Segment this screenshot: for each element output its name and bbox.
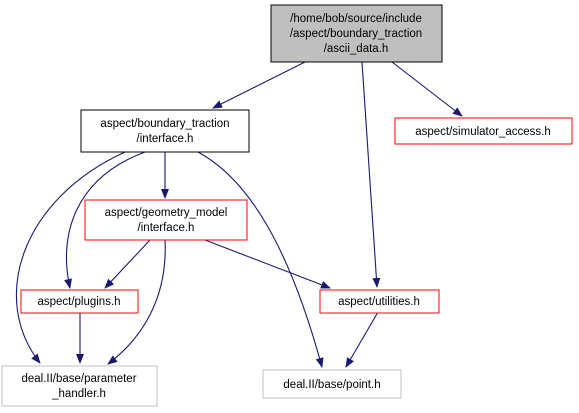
node-label-line: aspect/geometry_model bbox=[105, 207, 228, 219]
node-label-line: aspect/boundary_traction bbox=[100, 118, 229, 130]
edge-boundary-traction-interface-to-plugins bbox=[64, 151, 146, 289]
edge-root-to-boundary-traction-interface bbox=[212, 61, 306, 109]
node-point[interactable]: deal.II/base/point.h bbox=[262, 369, 402, 399]
edge-geometry-model-to-utilities bbox=[204, 239, 331, 289]
node-label-line: /aspect/boundary_traction bbox=[290, 28, 422, 40]
node-simulator-access[interactable]: aspect/simulator_access.h bbox=[394, 117, 573, 145]
node-label-line: aspect/utilities.h bbox=[338, 296, 420, 308]
edge-utilities-to-point bbox=[345, 311, 379, 368]
node-box bbox=[262, 369, 402, 399]
node-plugins[interactable]: aspect/plugins.h bbox=[20, 289, 139, 314]
node-label-line: /home/bob/source/include bbox=[290, 13, 422, 25]
node-label-line: deal.II/base/parameter bbox=[21, 373, 136, 385]
node-label-line: /ascii_data.h bbox=[324, 43, 389, 55]
edge-root-to-utilities bbox=[361, 61, 381, 288]
edge-boundary-traction-interface-to-parameter-handler bbox=[15, 151, 126, 364]
node-box bbox=[319, 289, 440, 314]
node-utilities[interactable]: aspect/utilities.h bbox=[319, 289, 440, 314]
node-box bbox=[20, 289, 139, 314]
node-root-ascii-data[interactable]: /home/bob/source/include /aspect/boundar… bbox=[270, 4, 443, 63]
node-label-line: _handler.h bbox=[51, 388, 106, 400]
node-box bbox=[80, 109, 250, 153]
node-box bbox=[84, 199, 248, 241]
node-label-line: aspect/simulator_access.h bbox=[415, 126, 551, 138]
node-box bbox=[394, 117, 573, 145]
node-box bbox=[1, 365, 158, 407]
node-box bbox=[270, 4, 443, 63]
node-label-line: deal.II/base/point.h bbox=[283, 379, 380, 391]
edges bbox=[15, 61, 463, 368]
edge-geometry-model-to-plugins bbox=[104, 239, 151, 289]
edge-root-to-simulator-access bbox=[391, 61, 463, 117]
edge-boundary-traction-interface-to-point bbox=[197, 151, 324, 368]
node-boundary-traction-interface[interactable]: aspect/boundary_traction /interface.h bbox=[80, 109, 250, 153]
node-label-line: /interface.h bbox=[138, 222, 195, 234]
edge-geometry-model-to-parameter-handler bbox=[107, 239, 166, 365]
node-geometry-model-interface[interactable]: aspect/geometry_model /interface.h bbox=[84, 199, 248, 241]
node-label-line: aspect/plugins.h bbox=[37, 296, 120, 308]
node-parameter-handler[interactable]: deal.II/base/parameter _handler.h bbox=[1, 365, 158, 407]
node-label-line: /interface.h bbox=[137, 133, 194, 145]
